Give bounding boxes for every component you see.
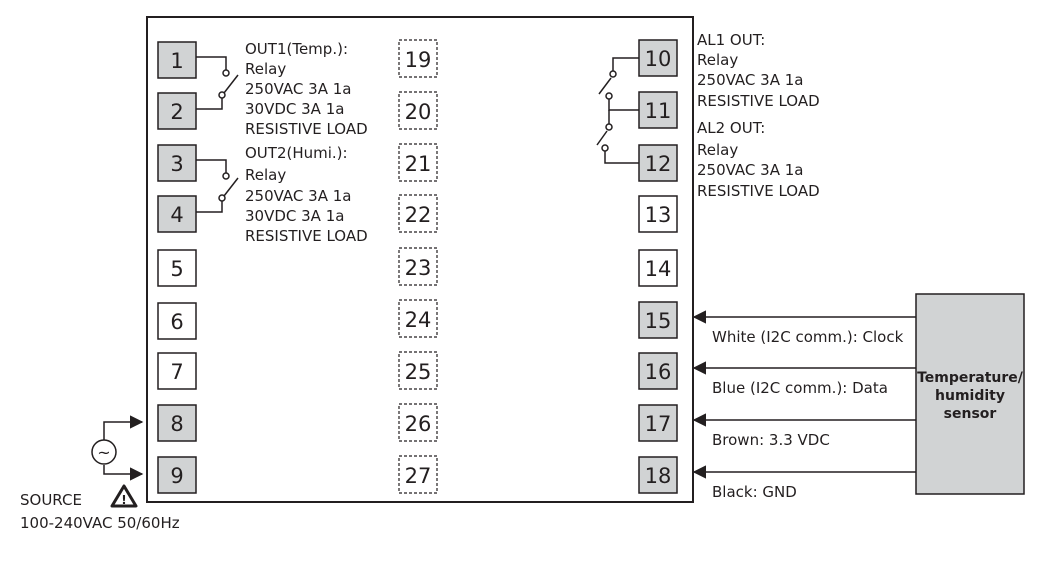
terminal-4-label: 4 [170,203,183,227]
sensor-label-line1: Temperature/ [917,370,1024,386]
terminal-18-label: 18 [645,464,672,488]
al1-title: AL1 OUT: [697,31,765,49]
warning-symbol: ! [121,493,126,507]
terminal-13: 13 [638,195,678,233]
terminal-8: 8 [157,404,197,442]
terminal-8-label: 8 [170,412,183,436]
terminal-27: 27 [398,455,438,494]
terminal-21: 21 [398,143,438,182]
out2-load: RESISTIVE LOAD [245,227,368,245]
terminal-4: 4 [157,195,197,233]
terminal-14: 14 [638,249,678,287]
terminal-10: 10 [638,39,678,77]
terminal-16-label: 16 [645,360,672,384]
terminal-27-label: 27 [405,464,432,488]
terminal-24: 24 [398,299,438,338]
terminal-25: 25 [398,351,438,390]
al2-type: Relay [697,141,738,159]
terminal-14-label: 14 [645,257,672,281]
sensor-label-line3: sensor [944,406,997,422]
ac-source-icon: ~ [91,439,117,465]
out1-dc-rating: 30VDC 3A 1a [245,100,344,118]
terminal-24-label: 24 [405,308,432,332]
out1-relay-icon [196,56,239,110]
terminal-11-label: 11 [645,99,672,123]
terminal-21-label: 21 [405,152,432,176]
terminal-17: 17 [638,404,678,442]
terminal-7-label: 7 [170,360,183,384]
out1-load: RESISTIVE LOAD [245,120,368,138]
terminal-26-label: 26 [405,412,432,436]
terminal-6-label: 6 [170,310,183,334]
al2-relay-icon [596,110,639,164]
out2-relay-icon [196,159,239,213]
al2-spec: AL2 OUT: Relay 250VAC 3A 1a RESISTIVE LO… [697,119,820,200]
terminal-11: 11 [638,91,678,129]
terminal-3: 3 [157,144,197,182]
terminal-25-label: 25 [405,360,432,384]
out1-spec: OUT1(Temp.): Relay 250VAC 3A 1a 30VDC 3A… [245,40,368,138]
out2-spec: OUT2(Humi.): Relay 250VAC 3A 1a 30VDC 3A… [245,144,368,245]
out2-dc-rating: 30VDC 3A 1a [245,207,344,225]
terminal-1-label: 1 [170,49,183,73]
terminal-7: 7 [157,352,197,390]
wire-brown-label: Brown: 3.3 VDC [712,431,830,449]
terminal-19: 19 [398,39,438,78]
terminal-5: 5 [157,249,197,287]
al1-load: RESISTIVE LOAD [697,92,820,110]
terminal-20-label: 20 [405,100,432,124]
al1-type: Relay [697,51,738,69]
terminal-2-label: 2 [170,100,183,124]
terminal-15-label: 15 [645,309,672,333]
sensor-label-line2: humidity [935,388,1005,404]
out2-type: Relay [245,166,286,184]
source-spec: 100-240VAC 50/60Hz [20,514,180,532]
wire-black-label: Black: GND [712,483,797,501]
terminal-1: 1 [157,41,197,79]
ac-symbol: ~ [97,443,110,462]
terminal-26: 26 [398,403,438,442]
al1-spec: AL1 OUT: Relay 250VAC 3A 1a RESISTIVE LO… [697,31,820,110]
wire-blue-label: Blue (I2C comm.): Data [712,379,888,397]
source-label: SOURCE [20,491,82,509]
out1-title: OUT1(Temp.): [245,40,348,58]
terminal-17-label: 17 [645,412,672,436]
terminal-12: 12 [638,144,678,182]
terminal-5-label: 5 [170,257,183,281]
terminal-16: 16 [638,352,678,390]
out1-type: Relay [245,60,286,78]
terminal-9: 9 [157,456,197,494]
al1-ac-rating: 250VAC 3A 1a [697,71,803,89]
terminal-15: 15 [638,301,678,339]
terminal-2: 2 [157,92,197,130]
warning-icon: ! [110,484,138,508]
out1-ac-rating: 250VAC 3A 1a [245,80,351,98]
terminal-13-label: 13 [645,203,672,227]
al2-title: AL2 OUT: [697,119,765,137]
ac-source-wiring [103,415,144,481]
terminal-3-label: 3 [170,152,183,176]
al2-load: RESISTIVE LOAD [697,182,820,200]
out2-ac-rating: 250VAC 3A 1a [245,187,351,205]
terminal-22-label: 22 [405,203,432,227]
terminal-6: 6 [157,302,197,340]
terminal-18: 18 [638,456,678,494]
terminal-12-label: 12 [645,152,672,176]
terminal-19-label: 19 [405,48,432,72]
terminal-22: 22 [398,194,438,233]
sensor-box [915,293,1025,495]
terminal-23-label: 23 [405,256,432,280]
terminal-9-label: 9 [170,464,183,488]
al2-ac-rating: 250VAC 3A 1a [697,161,803,179]
terminal-20: 20 [398,91,438,130]
terminal-23: 23 [398,247,438,286]
out2-title: OUT2(Humi.): [245,144,348,162]
terminal-10-label: 10 [645,47,672,71]
wire-white-label: White (I2C comm.): Clock [712,328,904,346]
